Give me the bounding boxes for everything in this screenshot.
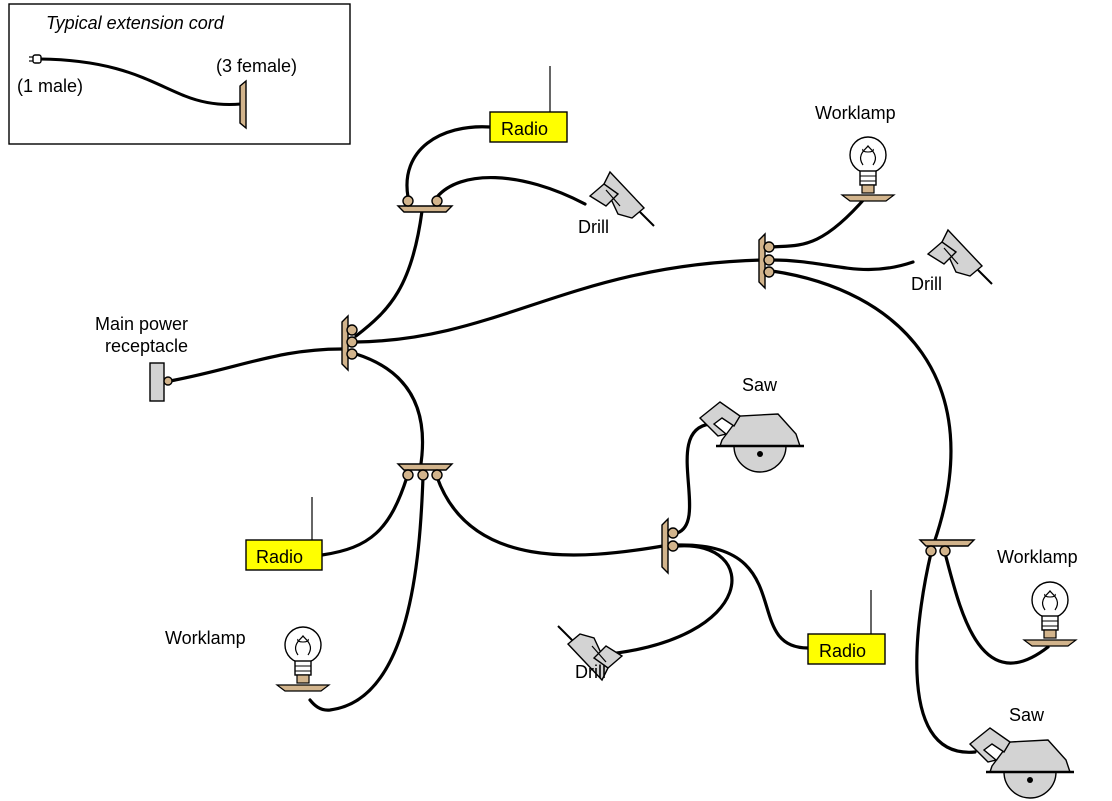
drill-right-icon: Drill (911, 229, 993, 294)
extension-cord-splitter-center (396, 463, 454, 481)
receptacle-label-line2: receptacle (105, 336, 188, 356)
worklamp-right-icon: Worklamp (997, 547, 1078, 647)
legend-title: Typical extension cord (46, 13, 225, 33)
worklamp-right-label: Worklamp (997, 547, 1078, 567)
drill-bottom-label: Drill (575, 662, 606, 682)
legend-male-plug-icon (29, 54, 42, 64)
drill-top-icon: Drill (578, 171, 655, 237)
radio-bottom: Radio (807, 590, 886, 665)
radio-top-label: Radio (501, 119, 548, 139)
extension-cord-splitter-far-right (918, 539, 976, 557)
drill-bottom-icon: Drill (557, 625, 623, 682)
legend-box: Typical extension cord (1 male) (3 femal… (8, 3, 351, 145)
cords (168, 125, 1050, 754)
saw-middle-icon: Saw (698, 375, 806, 474)
worklamp-left-icon: Worklamp (165, 626, 330, 692)
worklamp-top-label: Worklamp (815, 103, 896, 123)
extension-cord-splitter-left (341, 314, 358, 372)
saw-bottom-label: Saw (1009, 705, 1045, 725)
radio-bottom-label: Radio (819, 641, 866, 661)
extension-cord-splitter-right (758, 232, 775, 290)
saw-middle-label: Saw (742, 375, 778, 395)
extension-cord-splitter-lower-middle (661, 517, 679, 575)
legend-female-label: (3 female) (216, 56, 297, 76)
worklamp-top-icon: Worklamp (815, 103, 896, 202)
main-power-receptacle: Main power receptacle (95, 314, 188, 402)
radio-top: Radio (489, 66, 568, 143)
drill-top-label: Drill (578, 217, 609, 237)
drill-right-label: Drill (911, 274, 942, 294)
saw-bottom-icon: Saw (968, 705, 1076, 800)
extension-cord-splitter-top (396, 195, 454, 213)
receptacle-label-line1: Main power (95, 314, 188, 334)
legend-female-plug-icon (239, 79, 247, 130)
radio-left-label: Radio (256, 547, 303, 567)
worklamp-left-label: Worklamp (165, 628, 246, 648)
radio-left: Radio (245, 497, 323, 571)
legend-male-label: (1 male) (17, 76, 83, 96)
